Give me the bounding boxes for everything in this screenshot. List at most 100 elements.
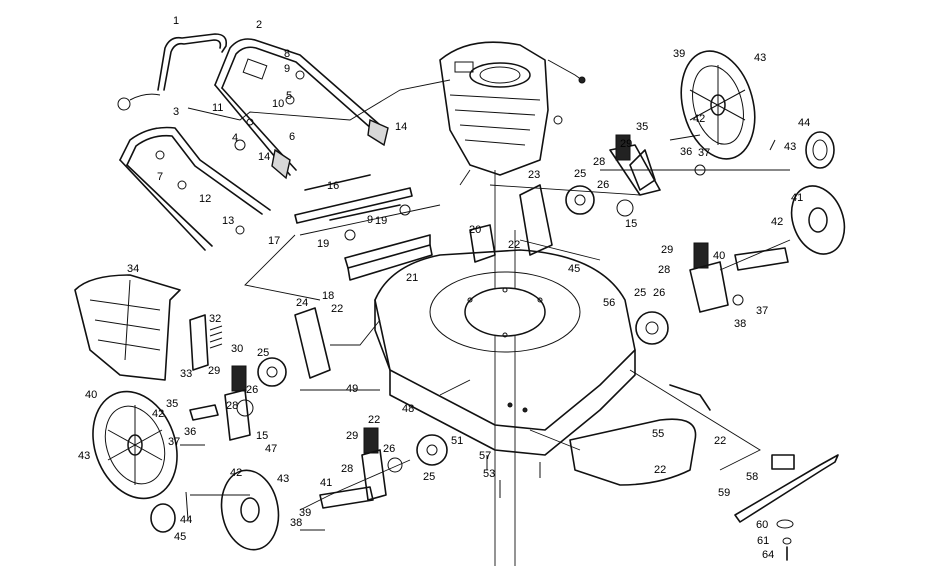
callout: 17 bbox=[268, 235, 280, 247]
adjuster-assembly-left-front bbox=[319, 427, 448, 509]
callout: 11 bbox=[212, 102, 223, 114]
callout: 55 bbox=[652, 428, 664, 440]
callout: 26 bbox=[597, 179, 609, 191]
callout: 43 bbox=[78, 450, 90, 462]
callout: 40 bbox=[713, 250, 725, 262]
callout: 59 bbox=[718, 487, 730, 499]
callout: 25 bbox=[257, 347, 269, 359]
callout: 6 bbox=[289, 131, 295, 143]
lower-handle-frame bbox=[119, 126, 271, 251]
callout: 60 bbox=[756, 519, 768, 531]
callout: 14 bbox=[395, 121, 407, 133]
callout: 5 bbox=[286, 90, 292, 102]
rear-skirt bbox=[569, 384, 711, 486]
callout: 43 bbox=[754, 52, 766, 64]
callout: 44 bbox=[798, 117, 810, 129]
callout: 28 bbox=[226, 400, 238, 412]
callout: 30 bbox=[231, 343, 243, 355]
callout: 28 bbox=[593, 156, 605, 168]
control-rod bbox=[294, 174, 413, 241]
callout: 44 bbox=[180, 514, 192, 526]
callout: 23 bbox=[528, 169, 540, 181]
callout: 25 bbox=[634, 287, 646, 299]
callout: 4 bbox=[232, 132, 238, 144]
callout: 21 bbox=[406, 272, 418, 284]
callout: 29 bbox=[661, 244, 673, 256]
bolts bbox=[180, 139, 776, 531]
callout: 26 bbox=[653, 287, 665, 299]
callout: 22 bbox=[368, 414, 380, 426]
wheel-front-left bbox=[220, 469, 280, 551]
callout: 19 bbox=[317, 238, 329, 250]
callout: 42 bbox=[230, 467, 242, 479]
callout: 3 bbox=[173, 106, 179, 118]
callout: 38 bbox=[290, 517, 302, 529]
callout: 51 bbox=[451, 435, 463, 447]
callout: 25 bbox=[574, 168, 586, 180]
adjuster-assembly-left-rear bbox=[189, 357, 287, 441]
mower-deck bbox=[374, 249, 636, 456]
callout: 16 bbox=[327, 180, 339, 192]
callout: 26 bbox=[383, 443, 395, 455]
wheel-front-right bbox=[790, 185, 846, 255]
callout: 39 bbox=[673, 48, 685, 60]
callout: 38 bbox=[734, 318, 746, 330]
callout: 29 bbox=[346, 430, 358, 442]
grass-bag bbox=[74, 274, 181, 381]
callout: 41 bbox=[320, 477, 332, 489]
callout: 34 bbox=[127, 263, 139, 275]
callout: 42 bbox=[693, 113, 705, 125]
callout: 22 bbox=[331, 303, 343, 315]
callout: 36 bbox=[680, 146, 692, 158]
wheel-rear-left bbox=[92, 390, 178, 500]
callout: 24 bbox=[296, 297, 308, 309]
callout: 7 bbox=[157, 171, 163, 183]
callout: 29 bbox=[208, 365, 220, 377]
callout: 37 bbox=[756, 305, 768, 317]
callout: 35 bbox=[636, 121, 648, 133]
hubcap-right bbox=[805, 131, 835, 169]
hubcap-left bbox=[150, 503, 176, 533]
callout: 37 bbox=[168, 436, 180, 448]
callout: 13 bbox=[222, 215, 234, 227]
callout: 56 bbox=[603, 297, 615, 309]
callout: 20 bbox=[469, 224, 481, 236]
callout-labels: 1 2 3 4 5 6 7 8 9 9 10 11 12 13 14 14 15… bbox=[78, 15, 810, 561]
callout: 53 bbox=[483, 468, 495, 480]
callout: 26 bbox=[246, 384, 258, 396]
callout: 57 bbox=[479, 450, 491, 462]
callout: 2 bbox=[256, 19, 262, 31]
callout: 14 bbox=[258, 151, 270, 163]
callout: 25 bbox=[423, 471, 435, 483]
callout: 43 bbox=[277, 473, 289, 485]
callout: 32 bbox=[209, 313, 221, 325]
callout: 12 bbox=[199, 193, 211, 205]
callout: 22 bbox=[508, 239, 520, 251]
callout: 48 bbox=[402, 403, 414, 415]
upper-handle-frame bbox=[214, 38, 381, 176]
wheel-rear-right bbox=[680, 50, 756, 160]
callout: 43 bbox=[784, 141, 796, 153]
callout: 9 bbox=[367, 214, 373, 226]
callout: 35 bbox=[166, 398, 178, 410]
callout: 22 bbox=[654, 464, 666, 476]
callout: 49 bbox=[346, 383, 358, 395]
callout: 8 bbox=[284, 48, 290, 60]
callout: 41 bbox=[791, 192, 803, 204]
callout: 47 bbox=[265, 443, 277, 455]
engine bbox=[439, 41, 586, 176]
adjuster-assembly-right-rear bbox=[565, 134, 706, 217]
callout: 29 bbox=[620, 138, 632, 150]
callout: 10 bbox=[272, 98, 284, 110]
callout: 19 bbox=[375, 215, 387, 227]
callout: 28 bbox=[658, 264, 670, 276]
rear-flap bbox=[344, 234, 433, 281]
callout: 45 bbox=[568, 263, 580, 275]
callout: 33 bbox=[180, 368, 192, 380]
callout: 1 bbox=[173, 15, 179, 27]
mulch-gauge bbox=[189, 314, 223, 371]
callout: 58 bbox=[746, 471, 758, 483]
callout: 37 bbox=[698, 147, 710, 159]
callout: 40 bbox=[85, 389, 97, 401]
